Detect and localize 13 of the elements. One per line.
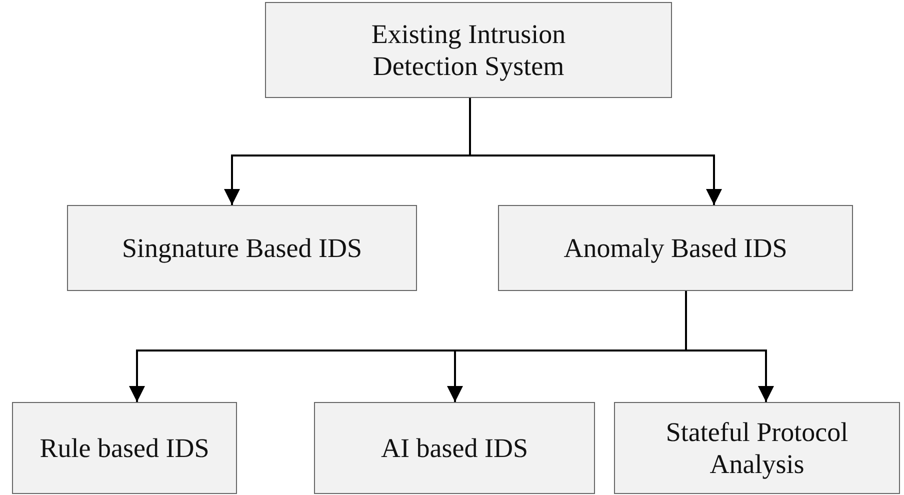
- box-label: Existing Intrusion Detection System: [370, 18, 567, 82]
- process-box: [67, 205, 417, 291]
- arrow: [469, 98, 722, 205]
- box-label: Stateful Protocol Analysis: [664, 416, 850, 480]
- box-label: Anomaly Based IDS: [564, 232, 788, 264]
- box-label: Rule based IDS: [40, 432, 210, 464]
- box-label: AI based IDS: [381, 432, 528, 464]
- process-box: [265, 2, 672, 98]
- box-label: Singnature Based IDS: [122, 232, 362, 264]
- process-box: [314, 402, 595, 494]
- process-box: [12, 402, 237, 494]
- process-box: [498, 205, 853, 291]
- process-box: [614, 402, 900, 494]
